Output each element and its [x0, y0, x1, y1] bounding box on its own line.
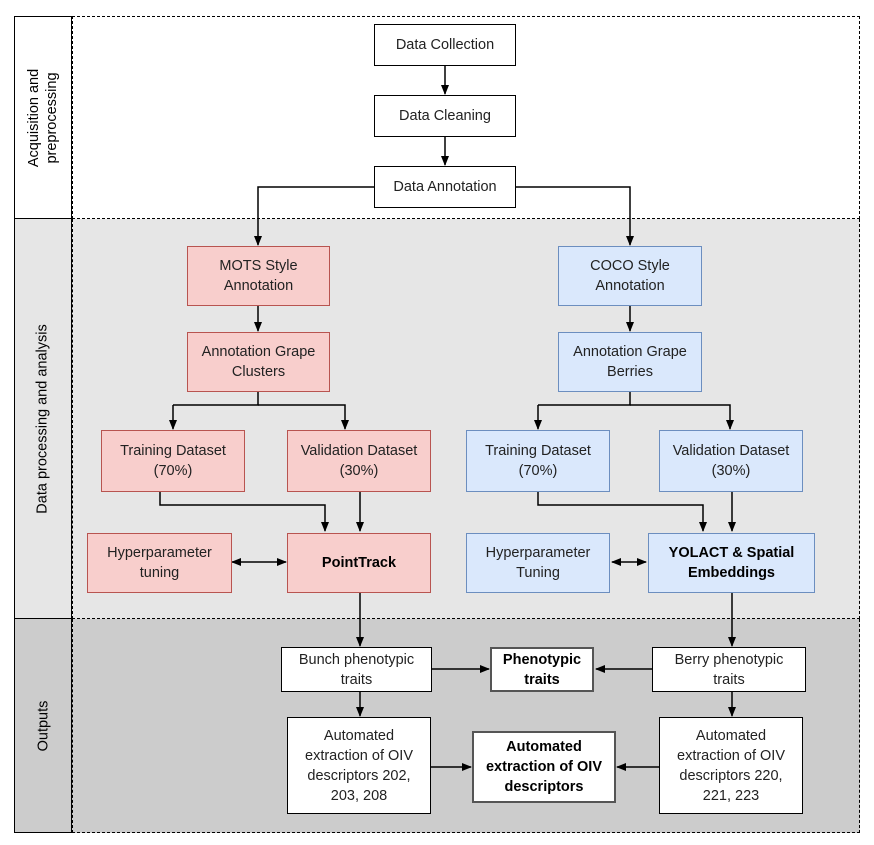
node-berry-oiv: Automated extraction of OIV descriptors … [659, 717, 803, 814]
node-left-hyperparameter: Hyperparameter tuning [87, 533, 232, 593]
arrow-annotation-mots [254, 186, 374, 246]
arrow-berries-split [538, 392, 631, 406]
node-mots-annotation: MOTS Style Annotation [187, 246, 330, 306]
node-right-training: Training Dataset (70%) [466, 430, 610, 492]
node-phenotypic-traits: Phenotypic traits [490, 647, 594, 692]
node-bunch-traits: Bunch phenotypic traits [281, 647, 432, 692]
node-left-validation: Validation Dataset (30%) [287, 430, 431, 492]
node-right-validation: Validation Dataset (30%) [659, 430, 803, 492]
arrow-berries-validation [630, 404, 734, 430]
band-label-processing: Data processing and analysis [14, 219, 72, 619]
band-label-acquisition: Acquisition and preprocessing [14, 16, 72, 219]
node-data-collection: Data Collection [374, 24, 516, 66]
node-data-annotation: Data Annotation [374, 166, 516, 208]
node-berry-traits: Berry phenotypic traits [652, 647, 806, 692]
node-annotation-berries: Annotation Grape Berries [558, 332, 702, 392]
node-coco-annotation: COCO Style Annotation [558, 246, 702, 306]
node-automated-oiv: Automated extraction of OIV descriptors [472, 731, 616, 803]
node-bunch-oiv: Automated extraction of OIV descriptors … [287, 717, 431, 814]
node-yolact: YOLACT & Spatial Embeddings [648, 533, 815, 593]
arrow-clusters-split [173, 392, 259, 406]
arrow-rtrain-yolact [537, 492, 707, 532]
node-left-training: Training Dataset (70%) [101, 430, 245, 492]
node-annotation-clusters: Annotation Grape Clusters [187, 332, 330, 392]
node-right-hyperparameter: Hyperparameter Tuning [466, 533, 610, 593]
arrow-ltrain-pointtrack [159, 492, 329, 532]
arrow-annotation-coco [516, 186, 634, 246]
arrow-clusters-validation [258, 404, 349, 430]
band-label-outputs: Outputs [14, 619, 72, 833]
node-pointtrack: PointTrack [287, 533, 431, 593]
node-data-cleaning: Data Cleaning [374, 95, 516, 137]
